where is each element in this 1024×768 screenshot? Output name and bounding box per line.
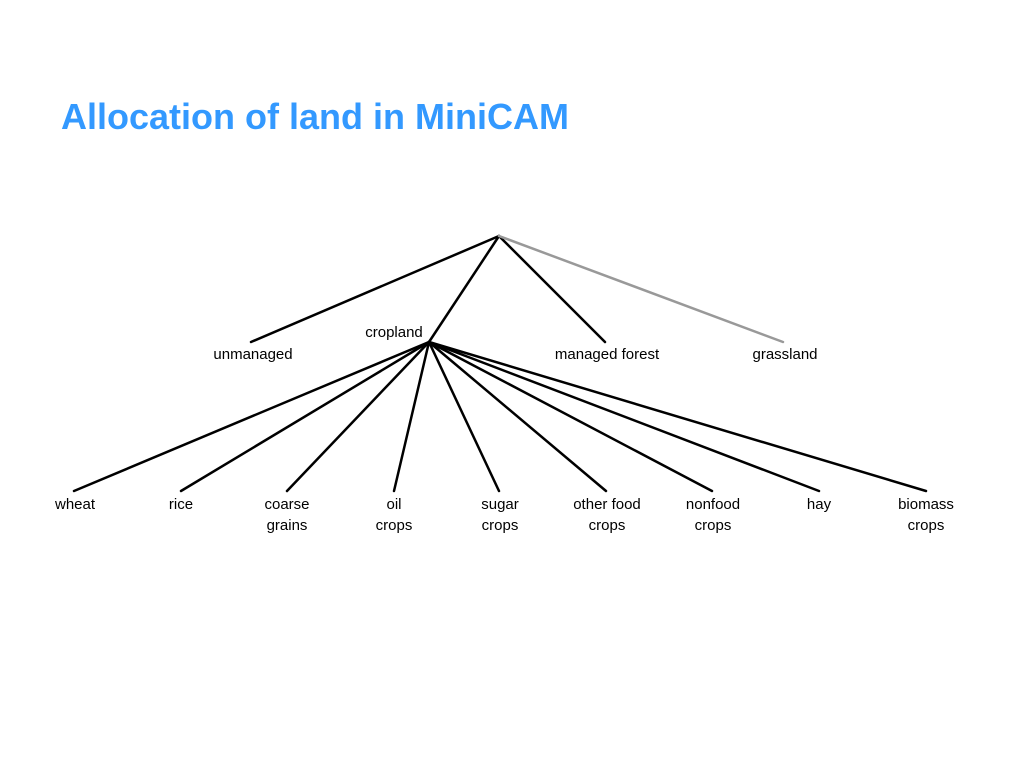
branch-hay	[427, 340, 821, 493]
branch-unmanaged	[249, 234, 501, 344]
node-label-line: crops	[694, 517, 732, 534]
node-label-oil-crops: oil crops	[376, 494, 413, 536]
node-label-line: nonfood	[685, 496, 741, 513]
node-label-line: crops	[588, 517, 626, 534]
branch-cropland	[427, 234, 501, 344]
node-label-cropland: cropland	[365, 322, 423, 343]
branch-biomass-crops	[427, 340, 928, 493]
page-title: Allocation of land in MiniCAM	[61, 96, 569, 137]
node-label-unmanaged: unmanaged	[213, 344, 292, 365]
node-label-rice: rice	[169, 494, 193, 515]
node-label-line: grains	[266, 517, 308, 534]
node-label-sugar-crops: sugar crops	[481, 494, 519, 536]
node-label-line: hay	[806, 496, 832, 513]
node-label-hay: hay	[807, 494, 831, 515]
node-label-line: crops	[375, 517, 413, 534]
node-label-line: sugar	[481, 496, 519, 513]
branch-other-food-crops	[427, 340, 608, 493]
branch-coarse-grains	[285, 340, 431, 493]
node-label-line: coarse	[264, 496, 310, 513]
node-label-line: biomass	[898, 496, 954, 513]
node-label-line: managed forest	[554, 346, 660, 363]
node-label-line: other food	[573, 496, 641, 513]
node-label-managed-forest: managed forest	[555, 344, 659, 365]
node-label-line: crops	[481, 517, 519, 534]
node-label-line: unmanaged	[213, 346, 293, 363]
branch-managed-forest	[497, 234, 607, 344]
branch-grassland	[497, 234, 785, 344]
branch-rice	[179, 340, 431, 493]
branch-sugar-crops	[427, 340, 501, 493]
branch-nonfood-crops	[427, 340, 714, 493]
node-label-coarse-grains: coarse grains	[264, 494, 309, 536]
node-label-line: crops	[907, 517, 945, 534]
node-label-nonfood-crops: nonfood crops	[686, 494, 740, 536]
node-label-other-food-crops: other food crops	[573, 494, 641, 536]
node-label-wheat: wheat	[55, 494, 95, 515]
node-label-line: grassland	[752, 346, 818, 363]
node-label-line: rice	[168, 496, 194, 513]
node-label-line: cropland	[365, 324, 423, 341]
node-label-line: oil	[386, 496, 402, 513]
node-label-line: wheat	[54, 496, 96, 513]
node-label-biomass-crops: biomass crops	[898, 494, 954, 536]
branch-oil-crops	[392, 340, 431, 493]
node-label-grassland: grassland	[752, 344, 817, 365]
branch-wheat	[72, 340, 431, 493]
